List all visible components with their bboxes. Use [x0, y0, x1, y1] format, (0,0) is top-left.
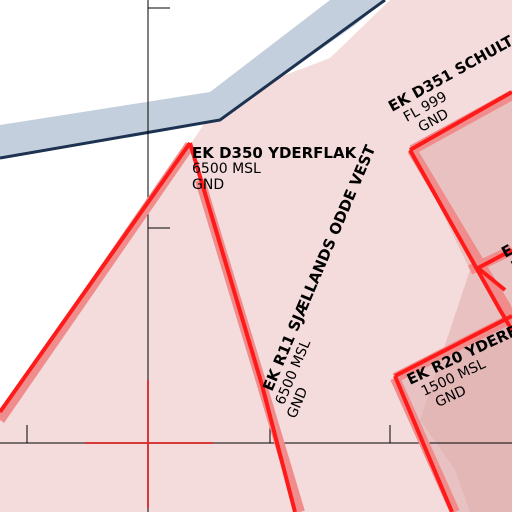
zone-label-d350[interactable]: EK D350 YDERFLAK 6500 MSL GND — [192, 144, 358, 193]
zone-name: EK D350 YDERFLAK — [192, 144, 358, 162]
zone-lower-limit: GND — [192, 177, 224, 193]
zone-upper-limit: F — [509, 257, 512, 275]
zone-upper-limit: 6500 MSL — [192, 161, 261, 177]
crosshair-marker[interactable] — [85, 380, 213, 508]
coastline-edge — [0, 0, 386, 160]
coastline-band — [0, 0, 385, 158]
airspace-boundaries — [0, 90, 512, 512]
